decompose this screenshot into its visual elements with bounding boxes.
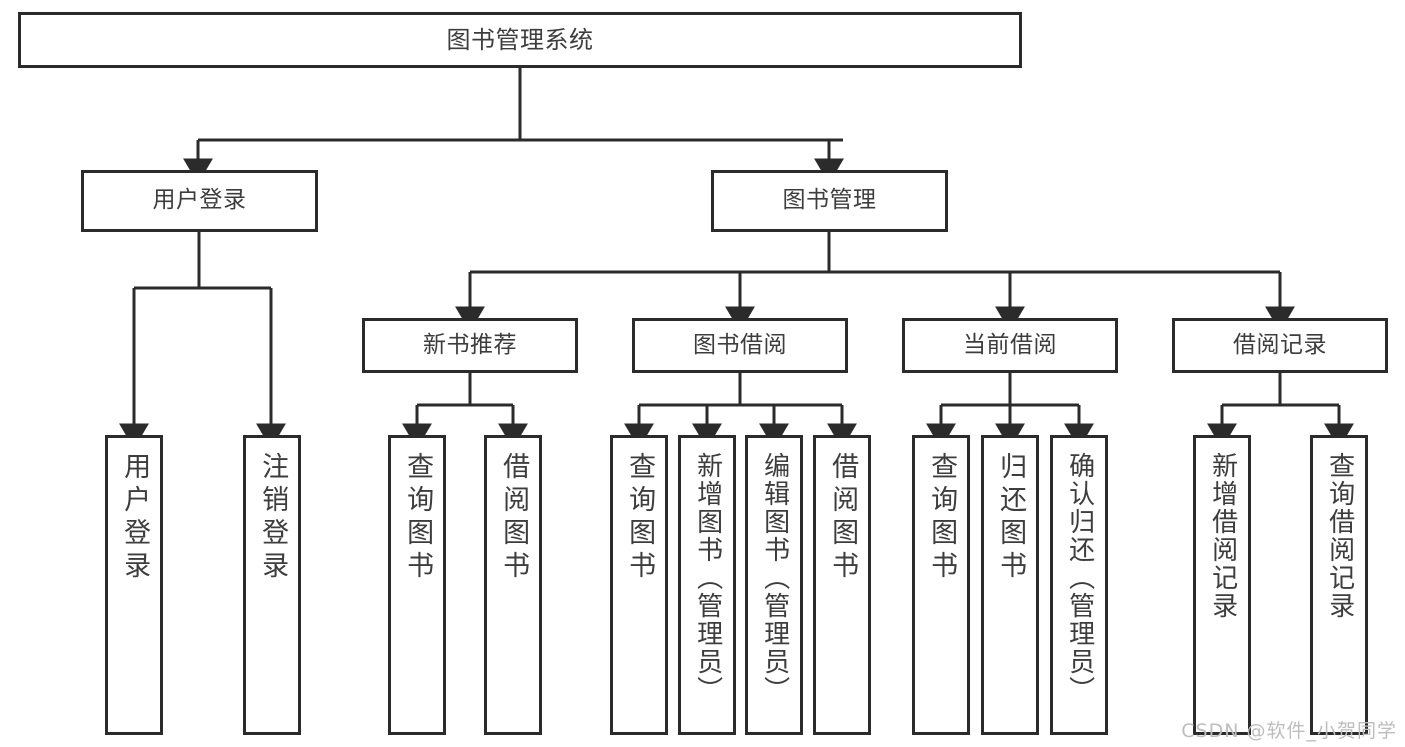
leaf-edit-book-admin[interactable]: 编辑图书（管理员）: [745, 435, 803, 735]
node-book-borrow[interactable]: 图书借阅: [632, 318, 848, 373]
leaf-confirm-return-admin-label: 确认归还（管理员）: [1064, 452, 1095, 704]
leaf-query-book-1[interactable]: 查询图书: [388, 435, 446, 735]
leaf-confirm-return-admin[interactable]: 确认归还（管理员）: [1050, 435, 1108, 735]
node-book-manage-label: 图书管理: [782, 187, 877, 214]
node-new-book-recommend[interactable]: 新书推荐: [362, 318, 578, 373]
leaf-borrow-book-1[interactable]: 借阅图书: [484, 435, 542, 735]
leaf-borrow-book-2[interactable]: 借阅图书: [813, 435, 871, 735]
leaf-return-book[interactable]: 归还图书: [981, 435, 1039, 735]
leaf-add-book-admin-label: 新增图书（管理员）: [692, 452, 723, 704]
node-current-borrow[interactable]: 当前借阅: [902, 318, 1118, 373]
node-user-login-label: 用户登录: [152, 187, 247, 214]
node-current-borrow-label: 当前借阅: [963, 331, 1057, 358]
leaf-query-book-3-label: 查询图书: [926, 452, 958, 584]
node-book-manage[interactable]: 图书管理: [711, 170, 948, 232]
node-root[interactable]: 图书管理系统: [18, 12, 1022, 68]
leaf-edit-book-admin-label: 编辑图书（管理员）: [759, 452, 790, 704]
leaf-add-borrow-record[interactable]: 新增借阅记录: [1193, 435, 1251, 735]
leaf-user-login[interactable]: 用户登录: [105, 435, 163, 735]
leaf-query-book-1-label: 查询图书: [402, 452, 434, 584]
node-book-borrow-label: 图书借阅: [693, 331, 787, 358]
leaf-add-borrow-record-label: 新增借阅记录: [1207, 452, 1238, 620]
leaf-query-book-3[interactable]: 查询图书: [912, 435, 970, 735]
leaf-query-borrow-record[interactable]: 查询借阅记录: [1310, 435, 1368, 735]
leaf-return-book-label: 归还图书: [995, 452, 1027, 584]
leaf-query-book-2[interactable]: 查询图书: [610, 435, 668, 735]
node-user-login[interactable]: 用户登录: [81, 170, 318, 232]
node-borrow-record[interactable]: 借阅记录: [1172, 318, 1388, 373]
leaf-query-borrow-record-label: 查询借阅记录: [1324, 452, 1355, 620]
leaf-add-book-admin[interactable]: 新增图书（管理员）: [678, 435, 736, 735]
leaf-query-book-2-label: 查询图书: [624, 452, 656, 584]
leaf-borrow-book-2-label: 借阅图书: [827, 452, 859, 584]
watermark: CSDN @软件_小贺同学: [1181, 720, 1397, 742]
leaf-logout-login[interactable]: 注销登录: [243, 435, 301, 735]
node-borrow-record-label: 借阅记录: [1233, 331, 1327, 358]
leaf-logout-login-label: 注销登录: [257, 452, 289, 584]
node-root-label: 图书管理系统: [446, 25, 594, 54]
node-new-book-recommend-label: 新书推荐: [423, 331, 517, 358]
leaf-borrow-book-1-label: 借阅图书: [498, 452, 530, 584]
leaf-user-login-label: 用户登录: [119, 452, 151, 584]
